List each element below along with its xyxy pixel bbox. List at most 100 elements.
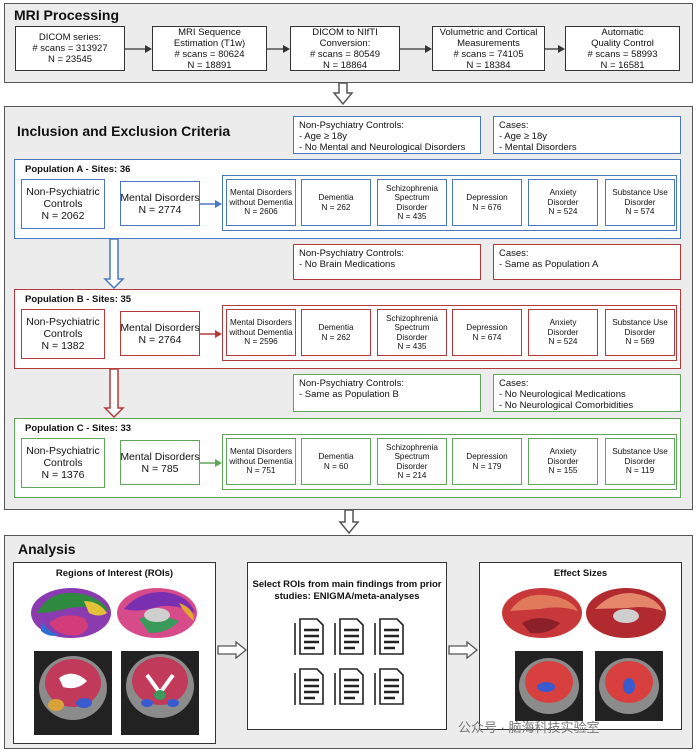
disorder-box-line: Disorder	[547, 456, 579, 466]
criteria-top-controls: Non-Psychiatry Controls:- Age ≥ 18y- No …	[293, 116, 481, 154]
mri-step-5-line: N = 16581	[600, 59, 645, 71]
criteria-mid2-cases-line: - No Neurological Medications	[499, 389, 626, 400]
criteria-top-controls-line: - No Mental and Neurological Disorders	[299, 142, 466, 153]
arrow-a-to-b	[103, 238, 125, 290]
disorder-box-line: N = 524	[548, 207, 578, 217]
disorder-box-line: Disorder	[396, 461, 428, 471]
mental-disorders-box-line: N = 2764	[138, 333, 182, 346]
effect-sizes-title: Effect Sizes	[553, 568, 608, 579]
disorder-box-line: N = 2596	[244, 337, 278, 347]
disorder-box-line: N = 524	[548, 337, 578, 347]
disorder-box-line: Disorder	[396, 202, 428, 212]
arrow-right-2	[448, 640, 479, 660]
criteria-top-cases-line: - Age ≥ 18y	[499, 131, 547, 142]
disorder-box-line: N = 262	[321, 202, 351, 212]
select-rois-panel: Select ROIs from main findings from prio…	[247, 562, 447, 730]
disorder-box-line: Mental Disorders	[230, 188, 292, 198]
criteria-mid2-controls: Non-Psychiatry Controls:- Same as Popula…	[293, 374, 481, 412]
mri-step-2-line: MRI Sequence	[178, 26, 241, 38]
controls-box-line: N = 1382	[41, 340, 85, 352]
mental-disorders-box-line: N = 2774	[138, 203, 182, 216]
mri-step-5-line: Automatic	[601, 26, 644, 38]
select-rois-line-2: studies: ENIGMA/meta-analyses	[274, 591, 420, 602]
mri-step-2-line: # scans = 80624	[174, 48, 245, 60]
disorder-box-line: Dementia	[318, 452, 354, 461]
disorder-box-line: N = 574	[625, 207, 655, 217]
disorder-box-line: Disorder	[396, 332, 428, 342]
mri-step-4-line: Volumetric and Cortical	[439, 26, 538, 38]
mri-step-arrow	[545, 45, 565, 53]
arrow-down-2	[338, 509, 360, 535]
disorder-box-line: Substance Use	[612, 188, 668, 198]
arrow-right-1	[217, 640, 248, 660]
population-title: Population C - Sites: 33	[25, 423, 132, 434]
criteria-top-cases: Cases:- Age ≥ 18y- Mental Disorders	[493, 116, 681, 154]
disorder-box-line: Mental Disorders	[230, 318, 292, 328]
criteria-mid1-controls-line: Non-Psychiatry Controls:	[299, 248, 405, 259]
mri-step-arrow	[400, 45, 432, 53]
disorder-box-line: Disorder	[624, 327, 656, 337]
criteria-mid2-controls-line: Non-Psychiatry Controls:	[299, 378, 405, 389]
controls-box-line: Controls	[43, 198, 83, 210]
controls-box-line: Controls	[43, 457, 83, 469]
mri-step-1-line: # scans = 313927	[32, 43, 108, 54]
disorder-box-line: N = 2606	[244, 207, 278, 217]
document-icon	[294, 668, 324, 705]
criteria-mid1-controls-line: - No Brain Medications	[299, 259, 396, 270]
mental-disorders-box-line: Mental Disorders	[120, 321, 200, 334]
criteria-mid2-cases-line: Cases:	[499, 378, 529, 389]
roi-brain-images	[31, 588, 199, 735]
mri-step-4-line: # scans = 74105	[453, 48, 524, 60]
disorder-box-line: N = 674	[472, 332, 502, 342]
disorder-box-line: Disorder	[624, 456, 656, 466]
criteria-mid2-cases: Cases:- No Neurological Medications- No …	[493, 374, 681, 412]
group-arrow	[200, 330, 222, 338]
disorder-box-line: Depression	[466, 323, 508, 332]
watermark-text: 公众号 · 脑海科技实验室	[458, 720, 600, 735]
analysis-title: Analysis	[18, 541, 76, 557]
document-icon	[334, 618, 364, 655]
criteria-top-controls-line: - Age ≥ 18y	[299, 131, 347, 142]
mri-step-arrow	[125, 45, 152, 53]
controls-box-line: Non-Psychiatric	[26, 186, 100, 198]
criteria-top-cases-line: - Mental Disorders	[499, 142, 577, 153]
roi-title: Regions of Interest (ROIs)	[55, 568, 174, 579]
mental-disorders-box-line: Mental Disorders	[120, 450, 200, 463]
population-title: Population B - Sites: 35	[25, 294, 132, 305]
population-title: Population A - Sites: 36	[25, 164, 131, 175]
mri-step-1-line: DICOM series:	[38, 32, 102, 43]
disorder-box-line: N = 751	[246, 466, 276, 476]
mri-step-3-line: # scans = 80549	[310, 48, 380, 60]
disorders-group	[222, 175, 677, 231]
disorder-box-line: N = 569	[625, 337, 655, 347]
disorder-box-line: Dementia	[318, 193, 354, 202]
disorder-box-line: Anxiety	[549, 188, 577, 198]
disorder-box-line: Anxiety	[549, 318, 577, 328]
criteria-mid1-controls: Non-Psychiatry Controls:- No Brain Medic…	[293, 244, 481, 280]
disorder-box-line: without Dementia	[229, 327, 293, 337]
mri-processing-title: MRI Processing	[14, 7, 120, 23]
document-icon	[294, 618, 324, 655]
disorder-box-line: Spectrum	[394, 323, 430, 332]
disorder-box-line: Depression	[466, 452, 508, 461]
mri-step-2-line: Estimation (T1w)	[173, 37, 246, 49]
